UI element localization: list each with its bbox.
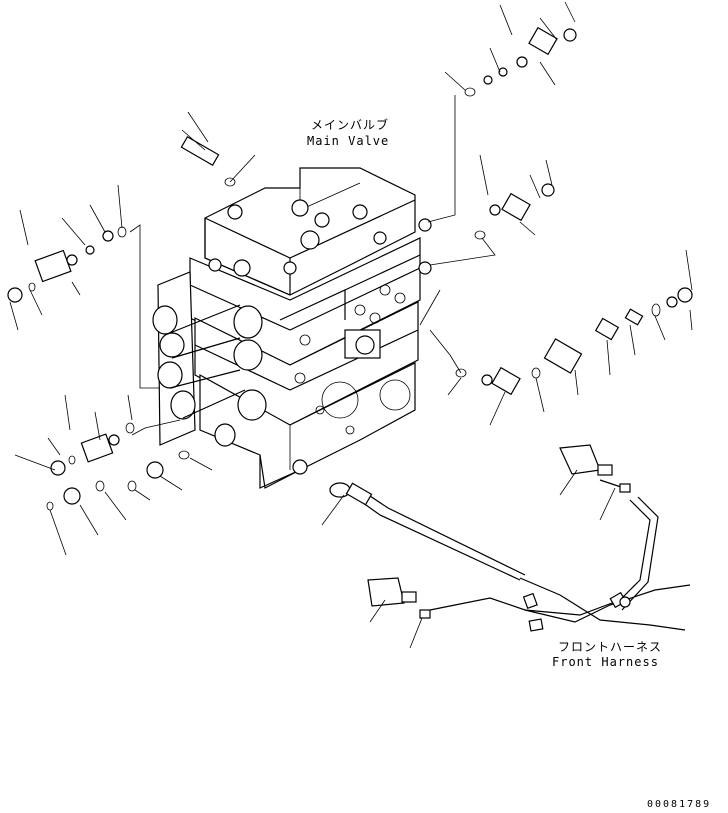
front-harness-label-jp: フロントハーネス	[558, 640, 663, 654]
front-harness-wires	[329, 444, 691, 632]
main-valve-body	[152, 167, 432, 489]
exploded-components	[7, 26, 693, 511]
main-valve-label-jp: メインバルブ	[311, 118, 390, 132]
leader-lines	[9, 1, 693, 649]
drawing-number: 00081789	[647, 799, 712, 810]
front-harness-label-en: Front Harness	[552, 655, 659, 669]
main-valve-label-en: Main Valve	[307, 134, 390, 148]
